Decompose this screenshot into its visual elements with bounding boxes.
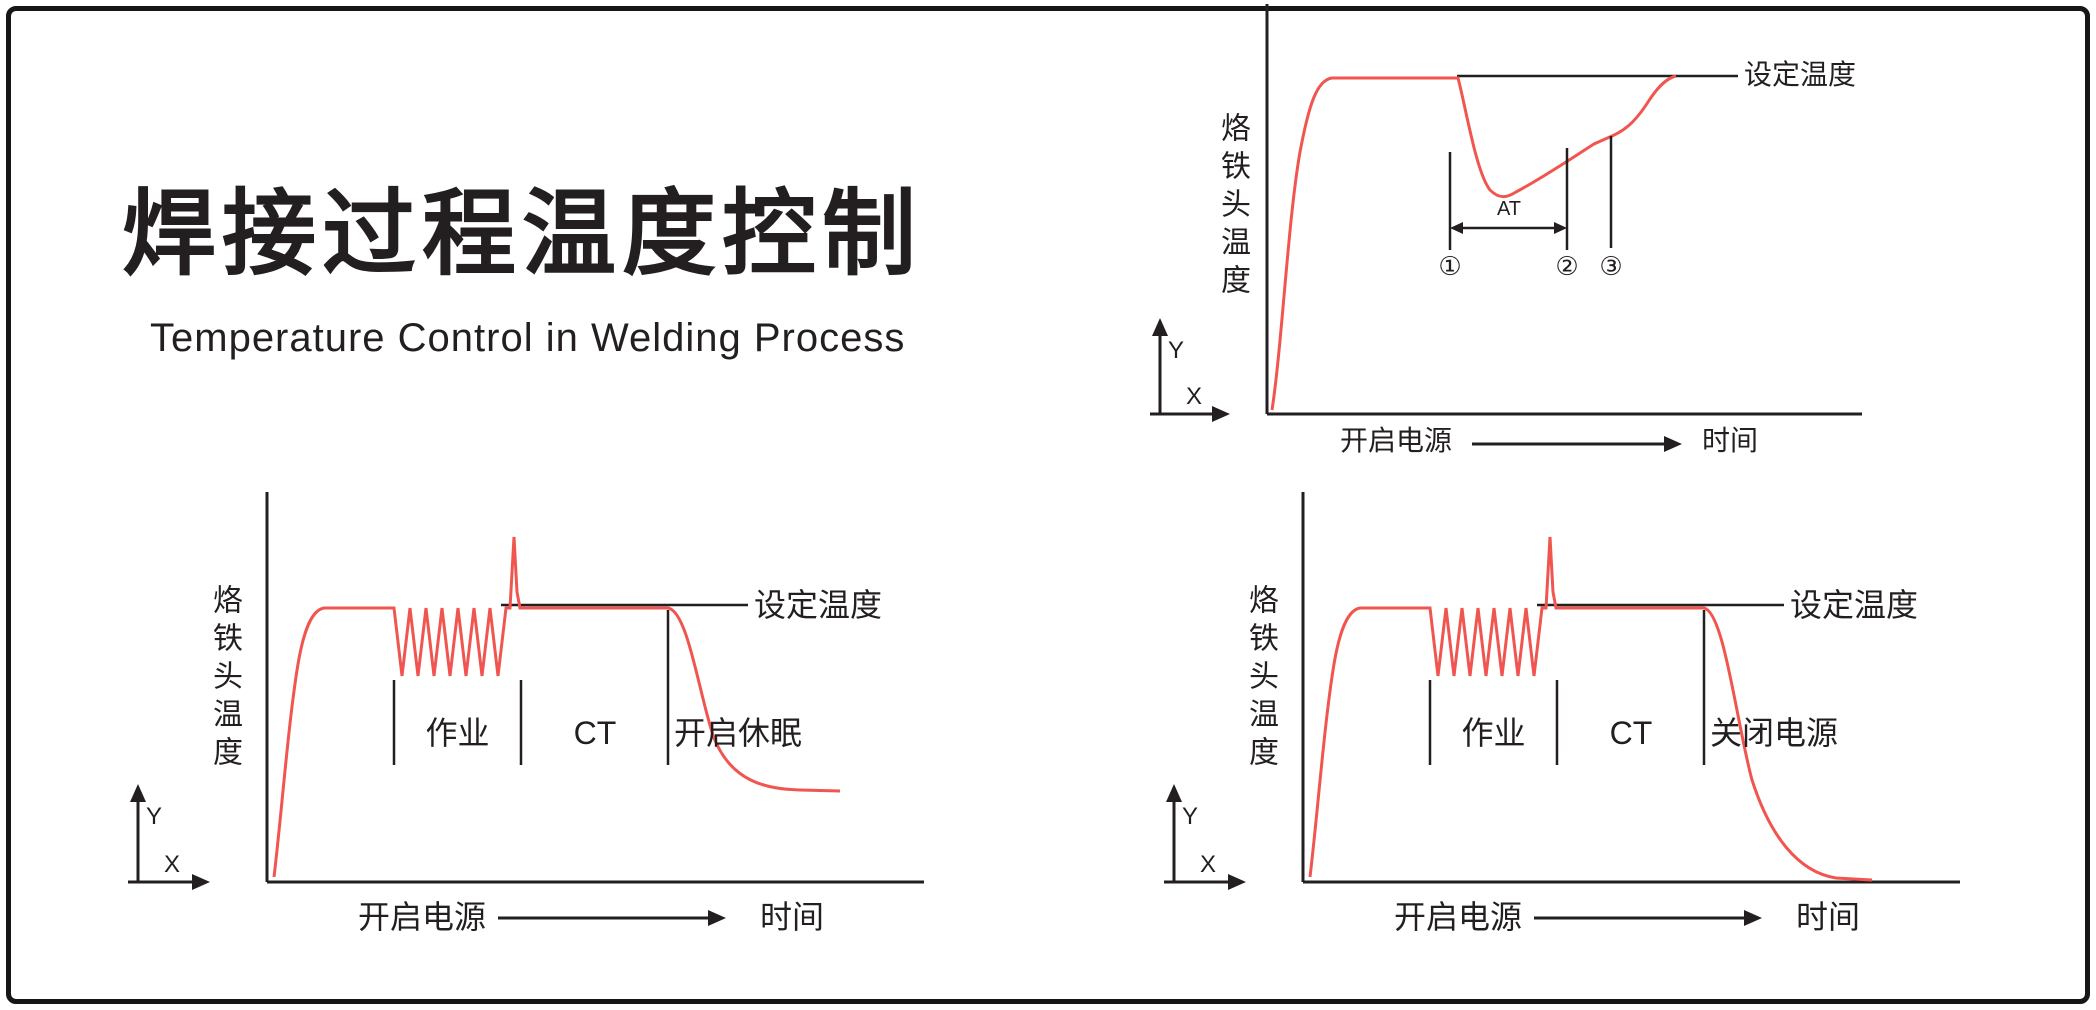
indicator-x-label: X xyxy=(1200,851,1217,878)
temperature-curve xyxy=(272,536,841,878)
x-end-label: 时间 xyxy=(1702,425,1759,456)
chart-auto-sleep: 烙铁头温度 设定温度 作业 CT 开启休眠 Y X 开启电源 时间 xyxy=(100,480,1000,1010)
time-arrowhead xyxy=(708,910,726,926)
auto-sleep-chart-canvas xyxy=(128,492,924,926)
work-zone-label: 作业 xyxy=(1461,715,1526,751)
power-off-chart-canvas xyxy=(1164,492,1960,926)
indicator-x-arrowhead xyxy=(1212,406,1230,422)
page-subtitle: Temperature Control in Welding Process xyxy=(150,316,906,360)
indicator-x-label: X xyxy=(164,851,181,878)
ct-zone-label: CT xyxy=(1609,715,1653,751)
indicator-y-label: Y xyxy=(1168,337,1185,364)
y-axis-label: 烙铁头温度 xyxy=(1244,584,1277,774)
ct-zone-label: CT xyxy=(573,715,617,751)
marker-1: ① xyxy=(1438,251,1462,281)
page-title: 焊接过程温度控制 xyxy=(122,181,923,286)
at-arrowhead-right xyxy=(1554,222,1567,234)
chart-power-on-recovery: 烙铁头温度 设定温度 AT ① ② ③ Y X 开启电源 时间 xyxy=(1120,0,1896,470)
indicator-y-arrowhead xyxy=(1152,318,1168,336)
work-zone-label: 作业 xyxy=(425,715,490,751)
indicator-x-label: X xyxy=(1186,383,1203,410)
x-end-label: 时间 xyxy=(1796,899,1861,935)
temperature-curve xyxy=(1270,74,1677,411)
at-label: AT xyxy=(1496,198,1522,220)
x-end-label: 时间 xyxy=(760,899,825,935)
indicator-y-arrowhead xyxy=(1166,784,1182,802)
set-temp-label: 设定温度 xyxy=(754,587,883,623)
indicator-y-arrowhead xyxy=(130,784,146,802)
power-on-chart-canvas xyxy=(1150,4,1862,452)
x-start-label: 开启电源 xyxy=(1394,899,1523,935)
chart-power-off: 烙铁头温度 设定温度 作业 CT 关闭电源 Y X 开启电源 时间 xyxy=(1136,480,2076,1010)
indicator-y-label: Y xyxy=(146,803,163,830)
x-start-label: 开启电源 xyxy=(358,899,487,935)
at-arrowhead-left xyxy=(1450,222,1463,234)
marker-3: ③ xyxy=(1599,251,1623,281)
sleep-zone-label: 开启休眠 xyxy=(674,715,803,751)
time-arrowhead xyxy=(1744,910,1762,926)
indicator-x-arrowhead xyxy=(1228,874,1246,890)
power-off-zone-label: 关闭电源 xyxy=(1710,715,1839,751)
y-axis-label: 烙铁头温度 xyxy=(208,584,241,774)
set-temp-label: 设定温度 xyxy=(1744,59,1857,90)
x-start-label: 开启电源 xyxy=(1340,425,1453,456)
temperature-curve xyxy=(1308,536,1873,882)
time-arrowhead xyxy=(1664,436,1682,452)
set-temp-label: 设定温度 xyxy=(1790,587,1919,623)
marker-2: ② xyxy=(1555,251,1579,281)
indicator-x-arrowhead xyxy=(192,874,210,890)
y-axis-label: 烙铁头温度 xyxy=(1216,112,1249,302)
indicator-y-label: Y xyxy=(1182,803,1199,830)
